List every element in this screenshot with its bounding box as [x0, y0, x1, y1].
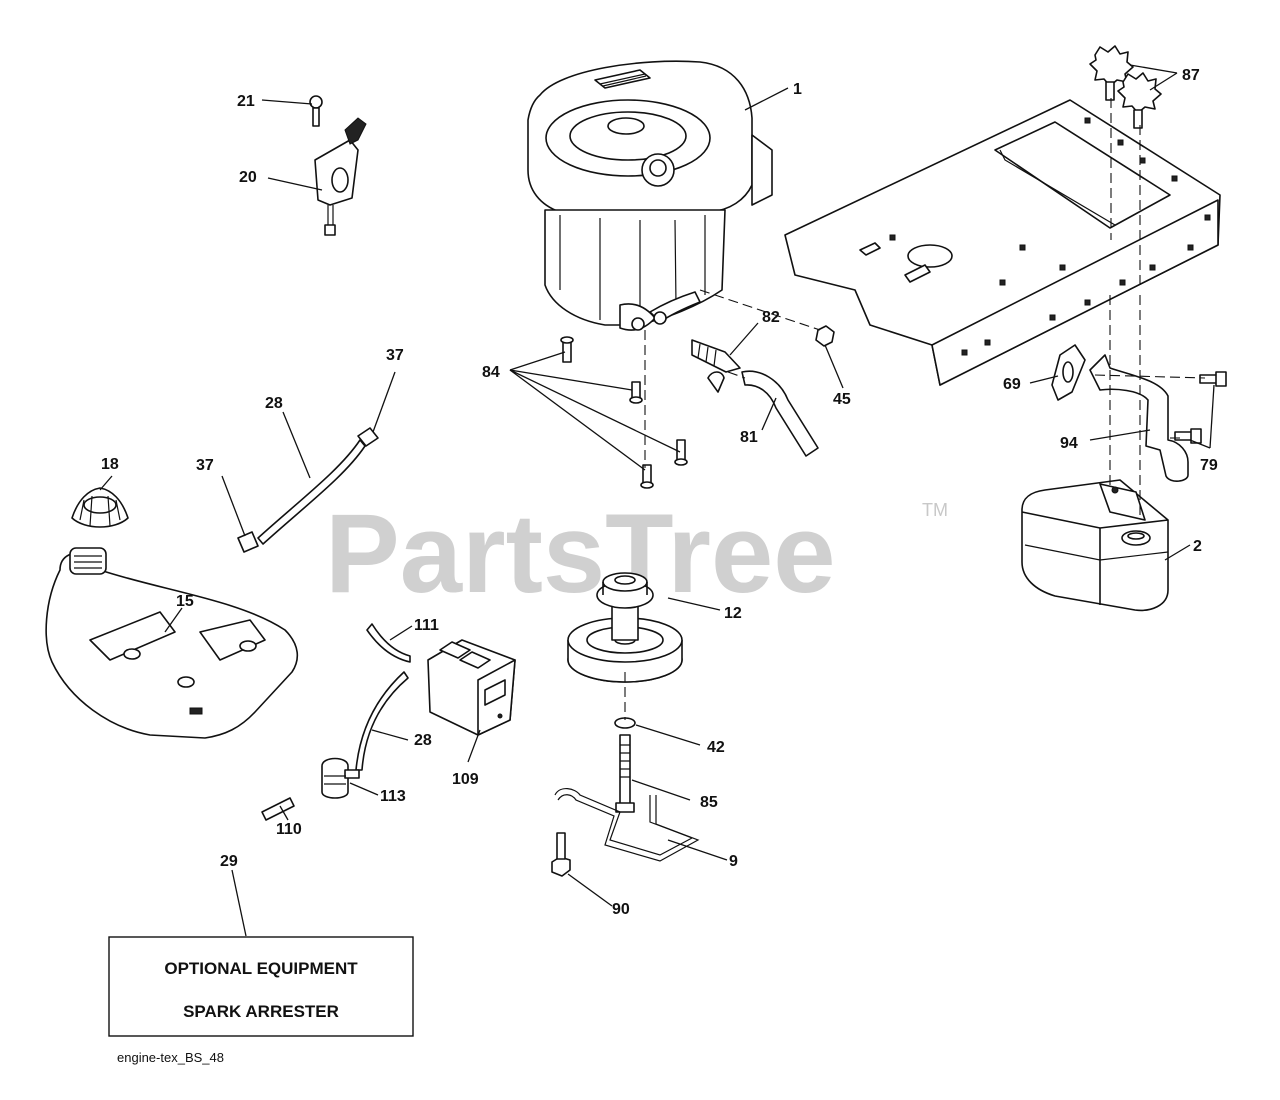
fuel-hose-part-28-lower[interactable] — [355, 671, 409, 771]
callout-29[interactable]: 29 — [220, 853, 238, 870]
callout-82[interactable]: 82 — [762, 309, 780, 326]
clamp-part-37-lower[interactable] — [237, 531, 259, 553]
callout-85[interactable]: 85 — [700, 794, 718, 811]
bracket-part-9[interactable] — [554, 788, 700, 862]
assembly-lines — [624, 98, 1206, 720]
pulley-part-12[interactable] — [567, 572, 683, 683]
callout-28-upper[interactable]: 28 — [265, 395, 283, 412]
knob-part-87[interactable] — [1089, 45, 1162, 129]
fuel-pump-part-109[interactable] — [427, 639, 516, 736]
connector-part-110[interactable] — [261, 797, 295, 821]
oil-drain-valve-part-82[interactable] — [691, 339, 741, 393]
frame-part — [784, 99, 1221, 386]
callout-37-lower[interactable]: 37 — [196, 457, 214, 474]
callout-84[interactable]: 84 — [482, 364, 500, 381]
callout-37-upper[interactable]: 37 — [386, 347, 404, 364]
bolt-part-90[interactable] — [551, 832, 571, 877]
leader-lines — [99, 64, 1215, 937]
throttle-control-part-20[interactable] — [314, 117, 367, 236]
gasket-part-69[interactable] — [1051, 344, 1086, 401]
callout-109[interactable]: 109 — [452, 771, 479, 788]
engine-part[interactable] — [527, 60, 773, 331]
oil-drain-hose-part-81[interactable] — [741, 370, 819, 457]
nut-part-45[interactable] — [815, 325, 835, 347]
callout-2[interactable]: 2 — [1193, 538, 1202, 555]
clamp-part-37-upper[interactable] — [357, 427, 379, 447]
callout-labels: 21 20 1 87 84 82 45 81 69 94 79 2 37 28 … — [101, 67, 1218, 918]
callout-15[interactable]: 15 — [176, 593, 194, 610]
watermark-trademark: TM — [922, 500, 948, 520]
bolt-part-84[interactable] — [560, 336, 688, 489]
optional-equipment-title: OPTIONAL EQUIPMENT — [164, 959, 358, 978]
callout-79[interactable]: 79 — [1200, 457, 1218, 474]
muffler-part-2[interactable] — [1021, 479, 1169, 612]
fuel-filter-part-113[interactable] — [321, 757, 360, 799]
callout-111[interactable]: 111 — [414, 617, 439, 634]
callout-28-lower[interactable]: 28 — [414, 732, 432, 749]
callout-45[interactable]: 45 — [833, 391, 851, 408]
spark-arrester-label: SPARK ARRESTER — [183, 1002, 339, 1021]
bolt-part-85[interactable] — [615, 734, 635, 813]
callout-69[interactable]: 69 — [1003, 376, 1021, 393]
watermark-text: PartsTree — [325, 491, 836, 616]
callout-42[interactable]: 42 — [707, 739, 725, 756]
callout-87[interactable]: 87 — [1182, 67, 1200, 84]
fuel-cap-part-18[interactable] — [71, 487, 129, 528]
screw-part-21[interactable] — [309, 95, 323, 127]
callout-21[interactable]: 21 — [237, 93, 255, 110]
callout-1[interactable]: 1 — [793, 81, 802, 98]
fuel-tank-part-15[interactable] — [45, 547, 299, 739]
callout-9[interactable]: 9 — [729, 853, 738, 870]
callout-90[interactable]: 90 — [612, 901, 630, 918]
diagram-code: engine-tex_BS_48 — [117, 1050, 224, 1065]
bolt-part-79[interactable] — [1174, 371, 1227, 444]
callout-110[interactable]: 110 — [276, 821, 302, 838]
callout-18[interactable]: 18 — [101, 456, 119, 473]
callout-12[interactable]: 12 — [724, 605, 742, 622]
callout-113[interactable]: 113 — [380, 788, 406, 805]
optional-equipment-box: OPTIONAL EQUIPMENT SPARK ARRESTER — [108, 936, 414, 1037]
fuel-hose-part-111[interactable] — [366, 623, 411, 663]
callout-94[interactable]: 94 — [1060, 435, 1078, 452]
callout-20[interactable]: 20 — [239, 169, 257, 186]
exhaust-pipe-part-94[interactable] — [1089, 354, 1189, 482]
callout-81[interactable]: 81 — [740, 429, 758, 446]
